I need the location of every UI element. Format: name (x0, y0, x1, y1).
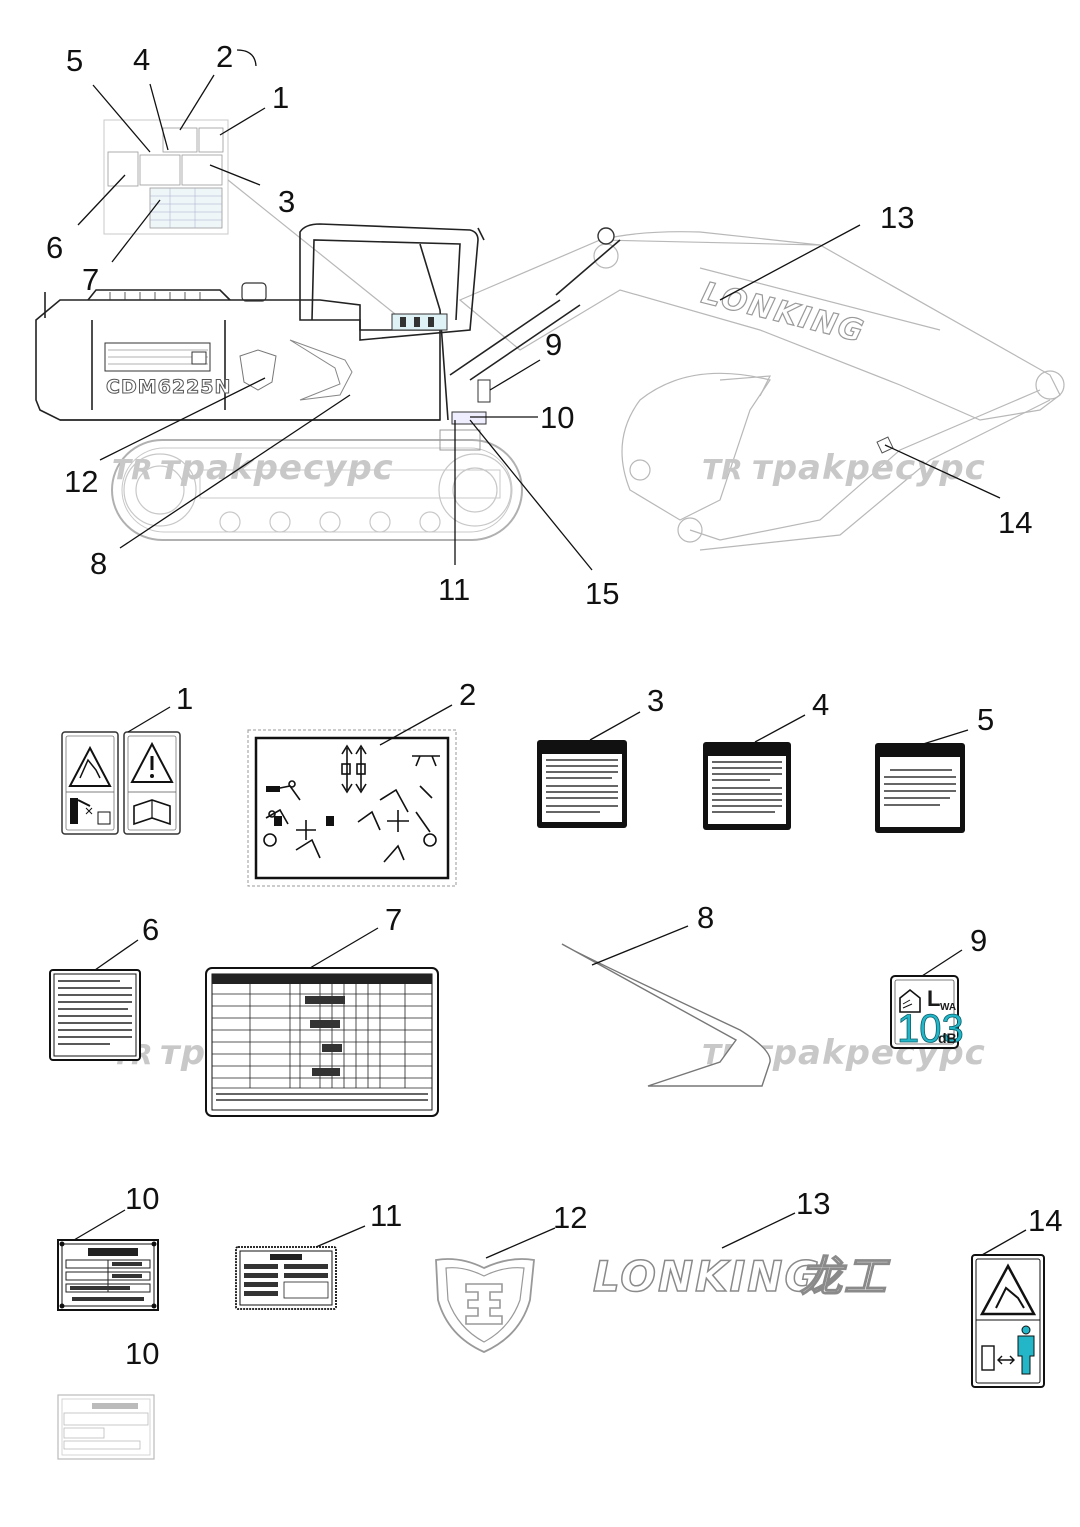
callout-12: 12 (64, 464, 98, 499)
part-callout-12: 12 (553, 1200, 587, 1235)
model-designation: CDM6225N (106, 376, 231, 398)
callout-13: 13 (880, 200, 914, 235)
part-callout-1: 1 (176, 681, 193, 716)
person-icon (1021, 1325, 1031, 1335)
callout-11: 11 (438, 572, 470, 607)
part-callout-13: 13 (796, 1186, 830, 1221)
part-callout-11: 11 (370, 1198, 402, 1233)
part-2-control-pattern-decal (247, 729, 457, 887)
part-11-data-plate (235, 1246, 337, 1310)
part-5-caution-decal (875, 743, 965, 833)
top-callouts: 5 4 2 1 3 6 7 13 9 10 12 14 8 11 15 (46, 39, 1032, 611)
part-callout-6: 6 (142, 912, 159, 947)
part-callout-5: 5 (977, 702, 994, 737)
part-12-emblem (435, 1258, 535, 1353)
callout-14: 14 (998, 505, 1032, 540)
crush-hazard-icon (68, 745, 112, 787)
part-callout-7: 7 (385, 902, 402, 937)
part-9-sound-level-decal: L WA 103 dB (890, 975, 964, 1051)
callout-3: 3 (278, 184, 295, 219)
watermark-text: трakресурс (160, 448, 394, 488)
callout-7: 7 (82, 262, 99, 297)
overhead-hazard-icon (979, 1263, 1037, 1316)
part-4-caution-decal (703, 742, 791, 830)
sound-level-value: 103 (897, 1007, 964, 1051)
part-7-maintenance-table-decal (205, 967, 439, 1117)
sound-symbol-sub: WA (940, 1002, 956, 1013)
top-callout-leaders (77, 49, 1001, 571)
callout-9: 9 (545, 327, 562, 362)
part-10-nameplate (57, 1239, 159, 1311)
watermark-text: трakресурс (752, 448, 986, 488)
sound-symbol: L (927, 986, 940, 1011)
part-1-warning-decals (61, 731, 181, 835)
parts-callouts: 1 2 3 4 5 6 7 8 9 10 11 12 13 14 10 (125, 677, 1062, 1371)
part-callout-3: 3 (647, 683, 664, 718)
callout-1: 1 (272, 80, 289, 115)
callout-8: 8 (90, 546, 107, 581)
callout-4: 4 (133, 42, 150, 77)
sound-level-unit: dB (938, 1030, 957, 1046)
watermark-logo: TR (702, 453, 743, 486)
parts-callout-leaders (73, 704, 1027, 1259)
warning-icon (130, 741, 174, 783)
callout-15: 15 (585, 576, 619, 611)
part-callout-8: 8 (697, 900, 714, 935)
part-13-brand-decal: LONKING 龙工 (592, 1251, 891, 1302)
part-callout-14: 14 (1028, 1203, 1062, 1238)
callout-10: 10 (540, 400, 574, 435)
part-3-caution-decal (537, 740, 627, 828)
part-callout-9: 9 (970, 923, 987, 958)
brand-decal-cn: 龙工 (800, 1252, 891, 1301)
part-8-side-stripe-decal (561, 943, 771, 1087)
callout-6: 6 (46, 230, 63, 265)
watermark-logo: TR (112, 453, 153, 486)
callout-5: 5 (66, 43, 83, 78)
part-callout-2: 2 (459, 677, 476, 712)
brand-decal-text: LONKING (593, 1252, 821, 1301)
part-14-bucket-warning-decal (971, 1254, 1045, 1388)
part-callout-4: 4 (812, 687, 829, 722)
sound-power-icon (899, 988, 921, 1013)
part-callout-10: 10 (125, 1181, 159, 1216)
part-callout-10-variant: 10 (125, 1336, 159, 1371)
part-6-operation-decal (49, 969, 141, 1061)
callout-2: 2 (216, 39, 233, 74)
part-10-nameplate-variant (57, 1394, 155, 1460)
